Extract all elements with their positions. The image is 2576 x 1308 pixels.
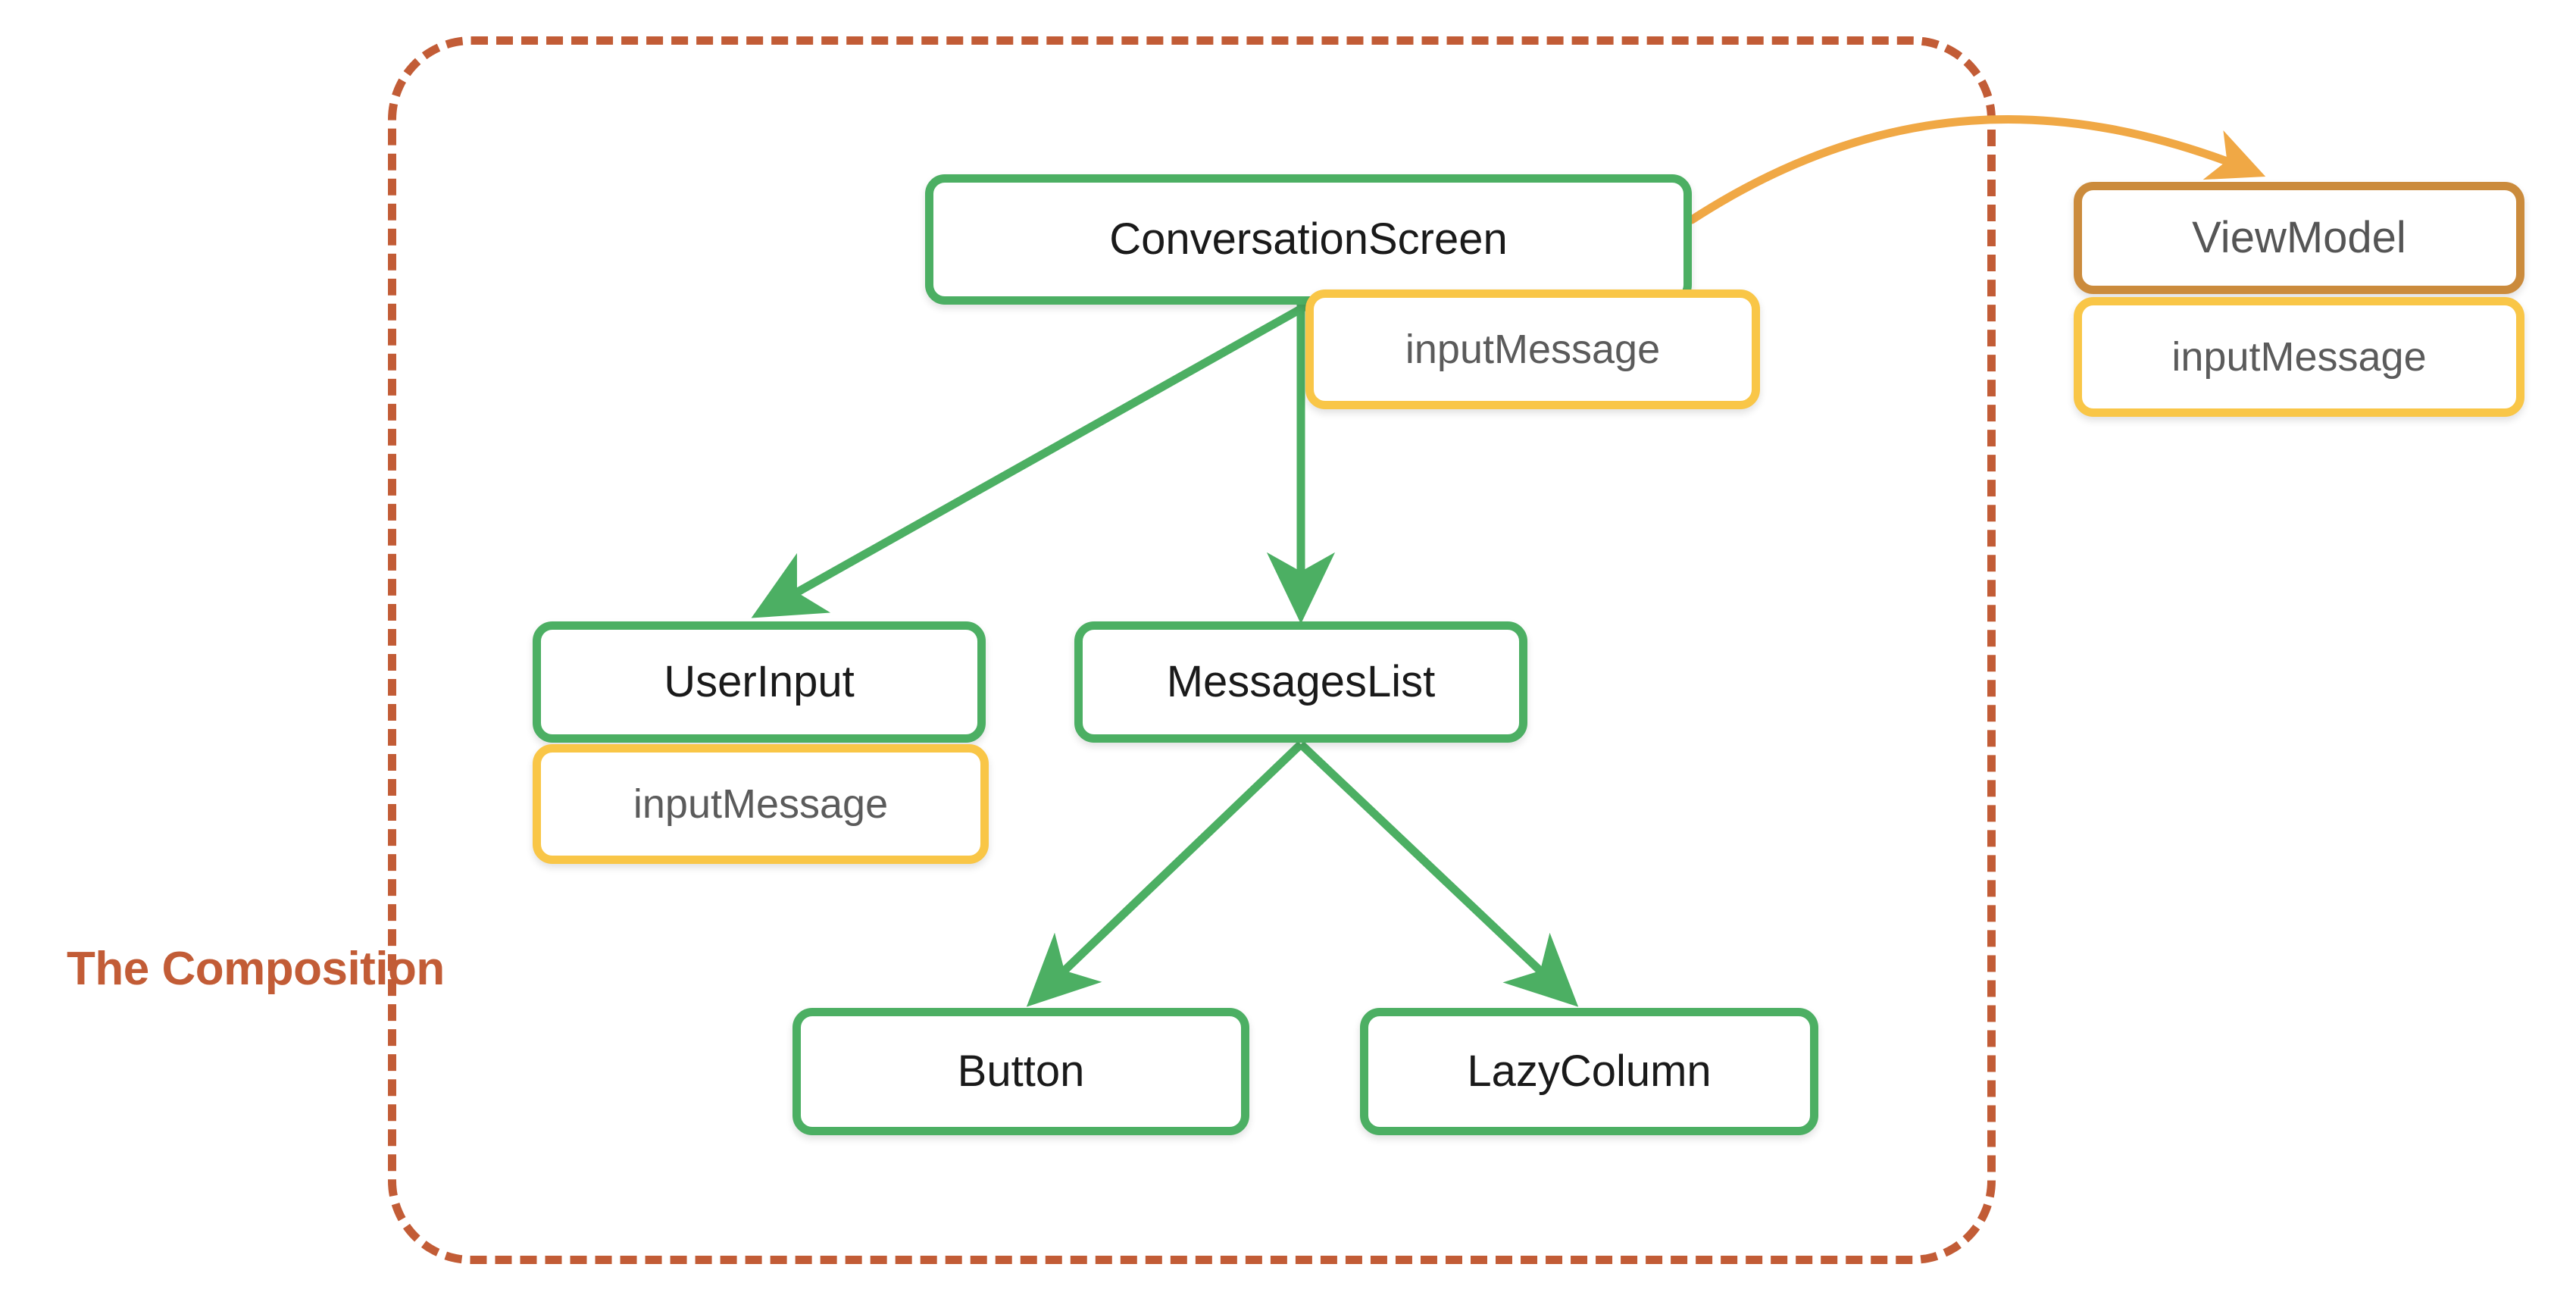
- node-lazycolumn-label: LazyColumn: [1467, 1047, 1712, 1096]
- node-userinput-label: UserInput: [664, 657, 855, 706]
- node-viewmodel[interactable]: ViewModel: [2074, 182, 2524, 294]
- node-conversationscreen[interactable]: ConversationScreen: [925, 174, 1692, 305]
- node-viewmodel-label: ViewModel: [2192, 213, 2406, 262]
- node-messageslist[interactable]: MessagesList: [1074, 621, 1527, 743]
- node-inputmessage-viewmodel[interactable]: inputMessage: [2074, 297, 2524, 417]
- node-inputmessage-viewmodel-label: inputMessage: [2171, 334, 2427, 380]
- node-lazycolumn[interactable]: LazyColumn: [1360, 1008, 1818, 1135]
- node-inputmessage-conversationscreen-label: inputMessage: [1405, 327, 1661, 372]
- node-userinput[interactable]: UserInput: [533, 621, 986, 743]
- node-conversationscreen-label: ConversationScreen: [1109, 214, 1508, 264]
- node-messageslist-label: MessagesList: [1166, 657, 1436, 706]
- composition-boundary-label: The Composition: [67, 943, 445, 995]
- node-inputmessage-userinput-label: inputMessage: [633, 781, 889, 827]
- node-button[interactable]: Button: [792, 1008, 1249, 1135]
- node-inputmessage-userinput[interactable]: inputMessage: [533, 744, 989, 864]
- node-button-label: Button: [957, 1047, 1085, 1096]
- composition-boundary: [388, 36, 1996, 1264]
- node-inputmessage-conversationscreen[interactable]: inputMessage: [1305, 289, 1760, 409]
